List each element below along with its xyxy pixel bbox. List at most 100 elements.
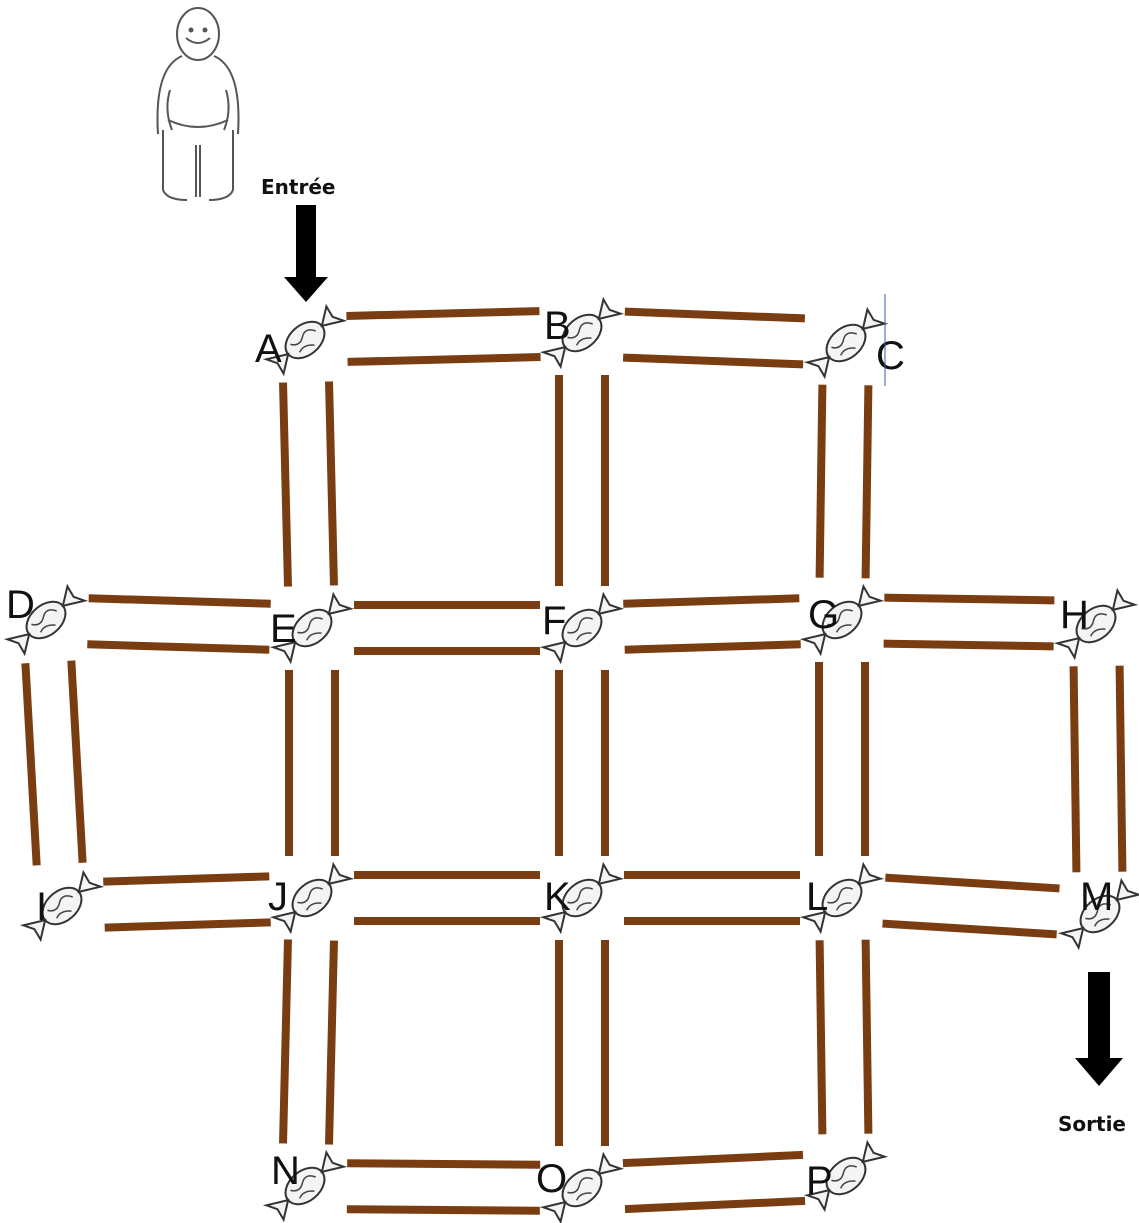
path-rail (346, 307, 540, 320)
candy-icon (1053, 587, 1139, 661)
path-E-J (285, 670, 339, 856)
path-A-E (279, 381, 338, 587)
path-D-E (87, 594, 271, 654)
node-I: I (19, 869, 105, 943)
path-L-M (882, 873, 1060, 939)
path-rail (861, 385, 873, 579)
path-rail (1115, 665, 1127, 872)
path-rail (1069, 666, 1081, 873)
node-D: D (3, 583, 89, 657)
node-K: K (539, 861, 625, 935)
node-label: I (36, 885, 47, 929)
path-rail (279, 382, 292, 587)
candy-icon (539, 861, 625, 935)
node-label: D (6, 583, 35, 627)
node-L: L (799, 861, 885, 935)
paths-layer (21, 307, 1127, 1215)
entry-label: Entrée (261, 175, 335, 199)
path-rail (325, 381, 338, 586)
candy-icon (803, 306, 889, 380)
path-rail (88, 594, 271, 608)
path-K-O (555, 940, 609, 1146)
path-rail (624, 640, 801, 654)
person-icon (156, 7, 240, 201)
path-I-J (103, 872, 271, 932)
path-H-M (1069, 665, 1127, 873)
candy-icon (262, 1149, 348, 1223)
exit-arrow-icon (1075, 972, 1123, 1086)
path-rail (624, 307, 806, 323)
node-label: B (544, 304, 571, 348)
node-label: N (271, 1149, 300, 1193)
path-C-G (815, 384, 873, 579)
node-label: E (270, 607, 297, 651)
path-rail (347, 1159, 541, 1169)
node-B: B (539, 296, 625, 370)
path-rail (882, 919, 1057, 939)
node-label: L (806, 875, 828, 919)
path-F-K (555, 670, 609, 856)
path-E-F (354, 601, 540, 655)
node-label: M (1080, 875, 1113, 919)
path-L-P (815, 939, 873, 1135)
path-N-O (346, 1159, 541, 1215)
candy-icon (539, 591, 625, 665)
path-K-L (624, 871, 800, 925)
node-label: O (536, 1157, 567, 1201)
candy-icon (539, 296, 625, 370)
path-J-N (279, 939, 338, 1145)
node-E: E (269, 591, 355, 665)
path-rail (104, 918, 271, 932)
node-A: A (255, 303, 348, 377)
candy-icon (803, 1139, 889, 1213)
path-rail (87, 640, 270, 654)
path-rail (885, 873, 1060, 893)
path-O-P (622, 1150, 806, 1214)
candy-icon (539, 1151, 625, 1223)
candy-icon (262, 303, 348, 377)
path-rail (347, 353, 541, 366)
candy-icon (3, 583, 89, 657)
path-rail (21, 662, 41, 866)
path-rail (103, 872, 270, 886)
path-D-I (21, 660, 87, 866)
node-G: G (799, 583, 885, 657)
path-B-F (555, 375, 609, 586)
node-label: J (268, 875, 288, 919)
entry-arrow-icon (284, 205, 328, 302)
path-B-C (622, 307, 806, 369)
path-rail (861, 939, 873, 1134)
node-label: A (255, 327, 282, 371)
node-N: N (262, 1149, 348, 1223)
path-A-B (346, 307, 541, 366)
path-rail (67, 660, 87, 864)
node-M: M (1057, 875, 1139, 951)
path-rail (883, 639, 1054, 651)
path-rail (884, 593, 1055, 605)
path-G-H (883, 593, 1055, 651)
node-F: F (539, 591, 625, 665)
path-rail (815, 940, 827, 1135)
candy-icon (1057, 877, 1139, 951)
path-rail (279, 939, 292, 1144)
candy-icon (799, 583, 885, 657)
path-rail (325, 940, 338, 1145)
node-P: P (803, 1139, 889, 1213)
node-J: J (268, 861, 355, 935)
node-label: H (1060, 593, 1089, 637)
node-C: C (803, 306, 905, 380)
path-rail (624, 1196, 806, 1214)
node-label: F (542, 599, 566, 643)
node-O: O (536, 1151, 625, 1223)
node-label: G (808, 593, 839, 637)
candy-icon (269, 591, 355, 665)
path-G-L (815, 662, 869, 856)
nodes-layer: A B C D E F G H I J K L M N O P (3, 296, 1139, 1223)
candy-icon (19, 869, 105, 943)
candy-icon (799, 861, 885, 935)
node-H: H (1053, 587, 1139, 661)
node-label: C (876, 334, 905, 378)
path-rail (622, 1150, 804, 1168)
path-rail (623, 594, 800, 608)
